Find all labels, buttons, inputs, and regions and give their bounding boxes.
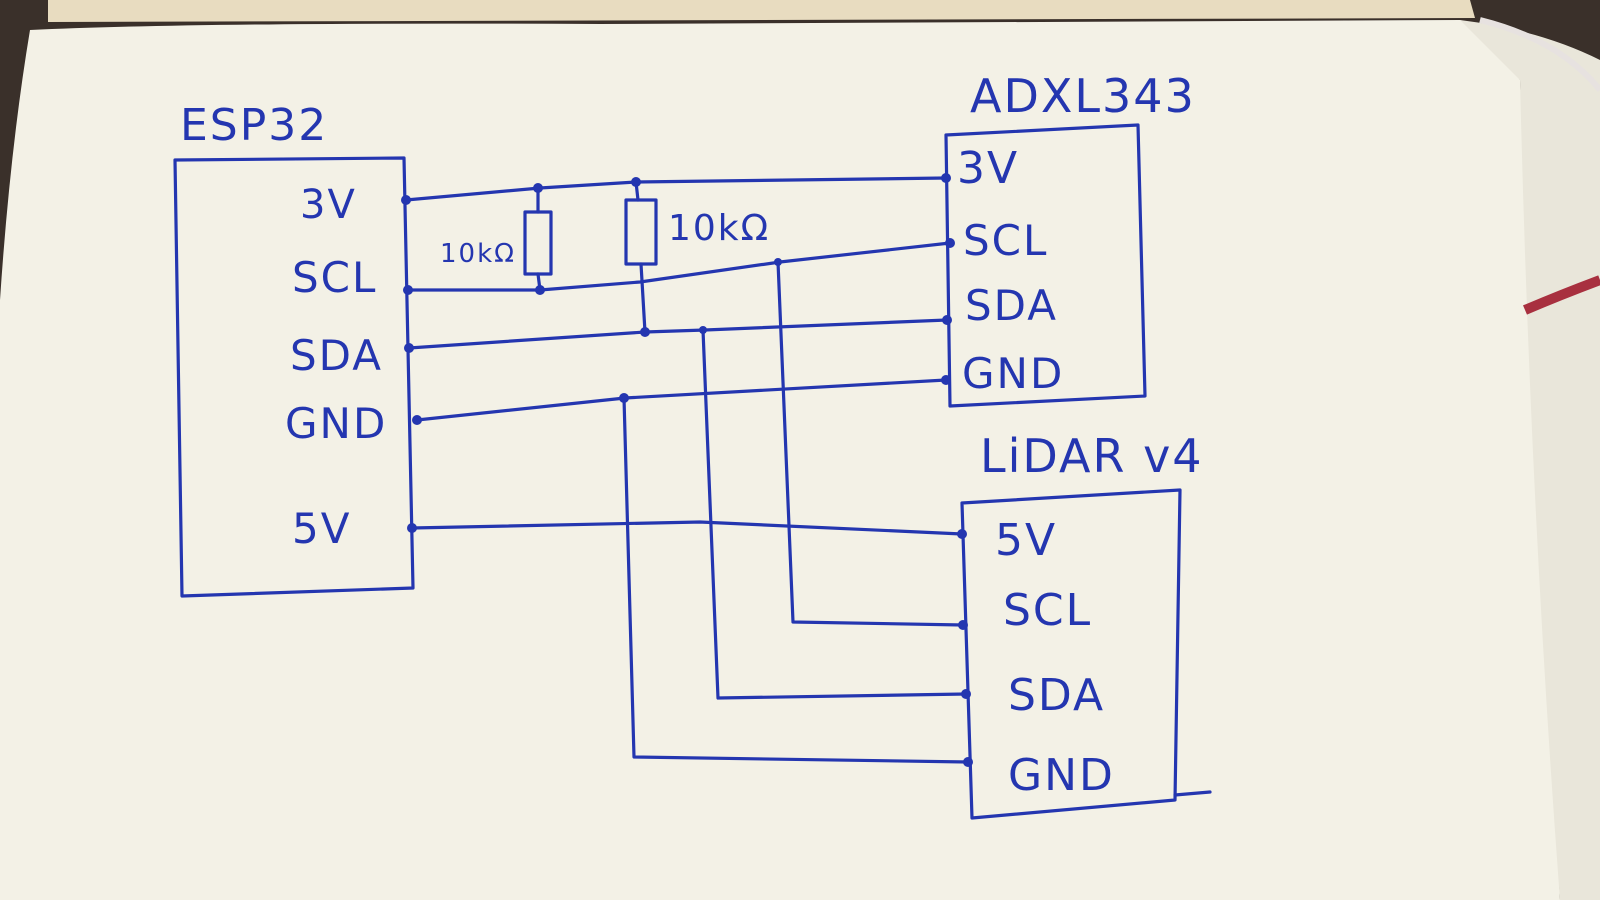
esp32-title: ESP32 [180, 100, 328, 151]
junction-dot [412, 415, 422, 425]
junction-dots [401, 173, 973, 767]
bookmark-ribbon [1523, 275, 1600, 315]
junction-dot [774, 258, 782, 266]
adxl343-pin-sda: SDA [965, 281, 1058, 330]
lidar-module: LiDAR v4 5V SCL SDA GND [960, 429, 1212, 820]
junction-dot [403, 285, 413, 295]
wire-scl-lidar [776, 260, 965, 627]
junction-dot [963, 757, 973, 767]
junction-dot [404, 343, 414, 353]
wire-scl [406, 241, 952, 292]
page-curl [1460, 20, 1600, 900]
junction-dot [957, 529, 967, 539]
junction-dot [640, 327, 650, 337]
esp32-pin-scl: SCL [292, 253, 377, 302]
adxl343-pin-scl: SCL [963, 216, 1048, 265]
resistor-sda-lead-bottom [639, 262, 647, 334]
esp32-pin-3v: 3V [300, 182, 357, 228]
wire-sda-lidar [701, 328, 968, 700]
adxl343-pin-gnd: GND [962, 349, 1064, 398]
lidar-pin-sda: SDA [1008, 670, 1105, 721]
junction-dot [699, 326, 707, 334]
adxl343-pin-3v: 3V [957, 143, 1019, 194]
esp32-box [173, 156, 415, 598]
resistor-sda: 10kΩ [624, 180, 770, 334]
lidar-pin-gnd: GND [1008, 750, 1115, 801]
junction-dot [941, 173, 951, 183]
junction-dot [945, 238, 955, 248]
junction-dot [961, 689, 971, 699]
resistor-sda-label: 10kΩ [668, 208, 770, 249]
junction-dot [533, 183, 543, 193]
resistor-scl-label: 10kΩ [440, 239, 516, 269]
resistor-scl: 10kΩ [440, 186, 553, 292]
esp32-pin-5v: 5V [292, 504, 351, 553]
lidar-box-overshoot [1173, 790, 1212, 797]
junction-dot [958, 620, 968, 630]
cable [1479, 17, 1600, 92]
page-top-edge [48, 0, 1475, 22]
junction-dot [941, 375, 951, 385]
lidar-title: LiDAR v4 [980, 429, 1204, 483]
esp32-pin-gnd: GND [285, 399, 387, 448]
lidar-pin-scl: SCL [1003, 585, 1092, 636]
esp32-pin-sda: SDA [290, 331, 383, 380]
notebook-page [0, 20, 1560, 900]
junction-dot [401, 195, 411, 205]
wire-3v [404, 176, 948, 202]
junction-dot [631, 177, 641, 187]
wire-sda [407, 318, 949, 350]
junction-dot [407, 523, 417, 533]
lidar-pin-5v: 5V [995, 515, 1057, 566]
adxl343-title: ADXL343 [970, 69, 1196, 123]
junction-dot [619, 393, 629, 403]
junction-dot [535, 285, 545, 295]
wires [404, 176, 970, 764]
junction-dot [942, 315, 952, 325]
lidar-box [960, 488, 1182, 820]
wire-gnd-lidar [622, 396, 970, 764]
wire-5v [410, 520, 964, 536]
esp32-module: ESP32 3V SCL SDA GND 5V [173, 100, 415, 598]
